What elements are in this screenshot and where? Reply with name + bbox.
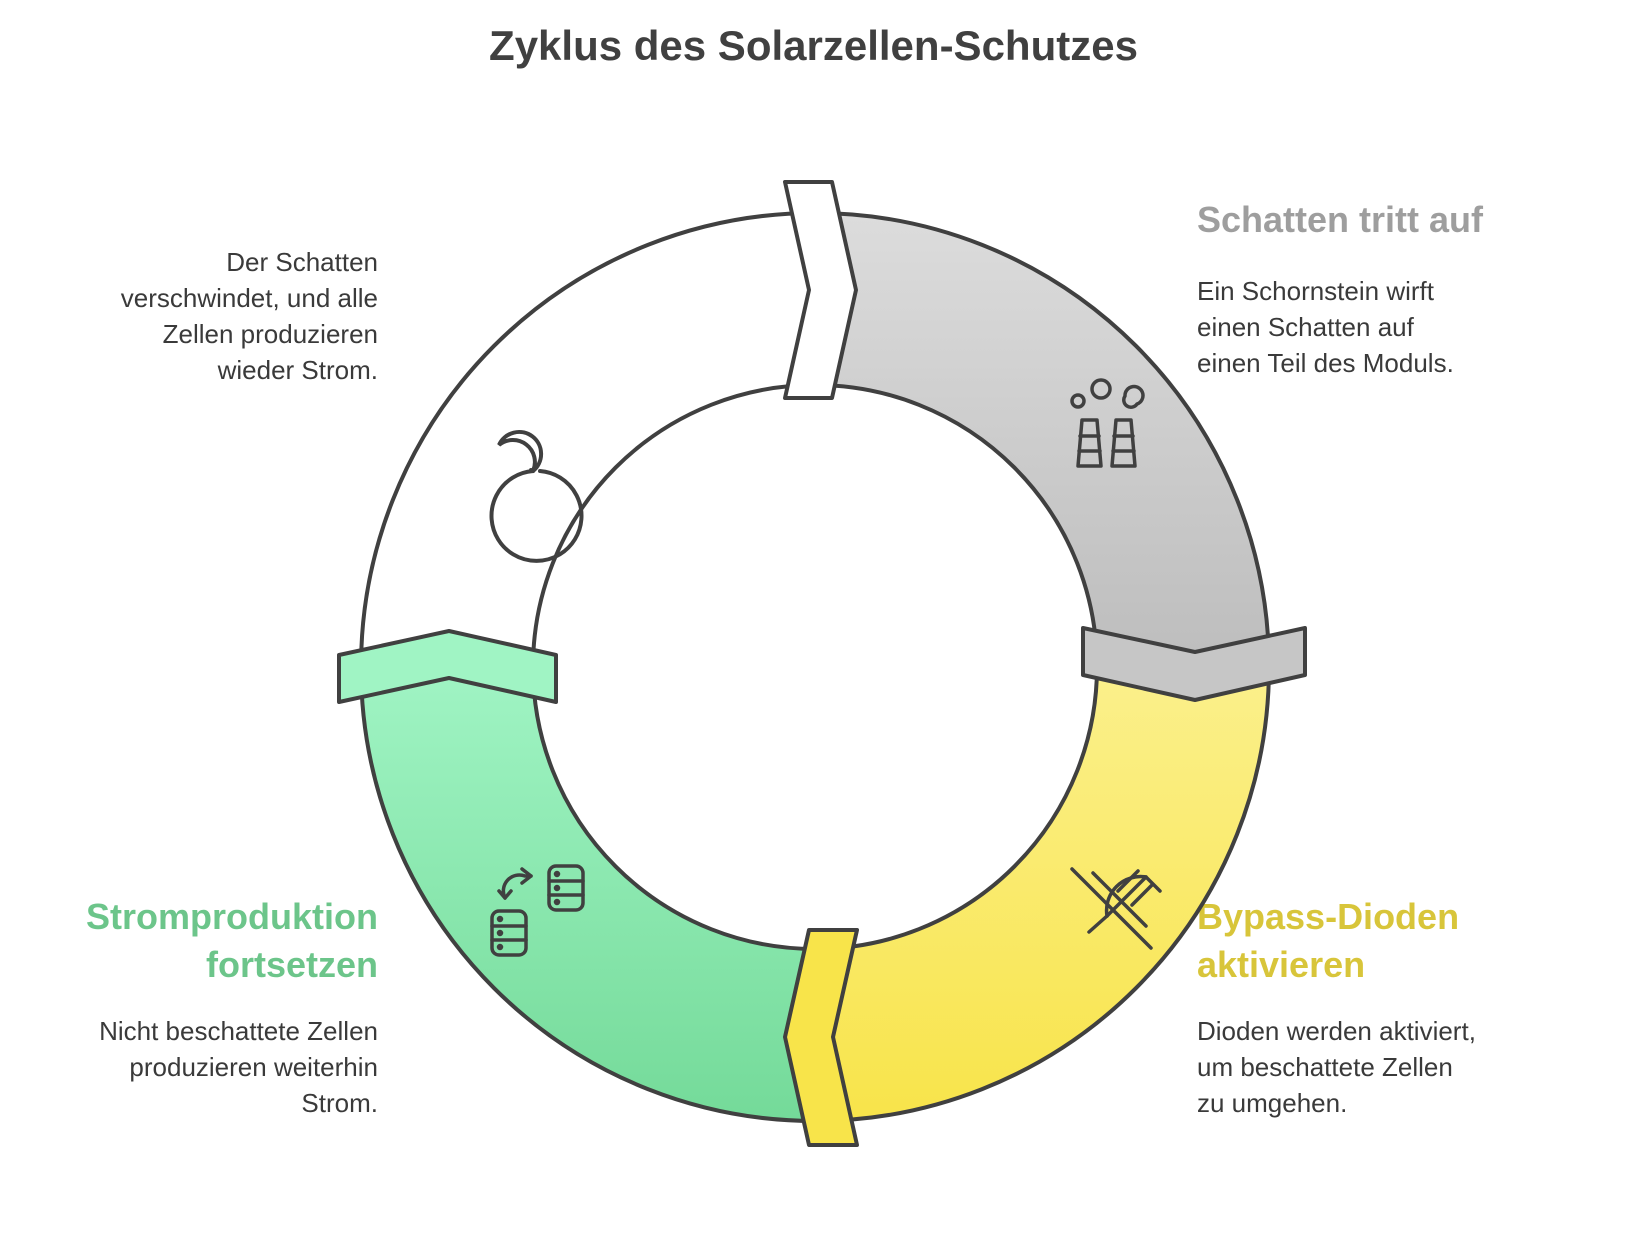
stage-title-line: aktivieren <box>1197 944 1366 985</box>
desc-line: um beschattete Zellen <box>1197 1052 1453 1082</box>
plug-off-icon <box>1070 867 1162 950</box>
desc-line: Zellen produzieren <box>162 319 378 349</box>
segment-stromproduktion <box>358 665 817 1124</box>
desc-line: Der Schatten <box>226 247 378 277</box>
moon-circle-icon <box>489 429 584 563</box>
desc-line: Nicht beschattete Zellen <box>99 1016 378 1046</box>
stage-title-line: Stromproduktion <box>86 896 378 937</box>
chevron-bottom <box>783 928 859 1147</box>
desc-line: einen Schatten auf <box>1197 312 1414 342</box>
desc-line: Strom. <box>301 1088 378 1118</box>
desc-line: Dioden werden aktiviert, <box>1197 1016 1476 1046</box>
page-title: Zyklus des Solarzellen-Schutzes <box>489 22 1138 69</box>
stage-title-bypass: Bypass-Dioden aktivieren <box>1197 893 1459 989</box>
stage-desc-verschwindet: Der Schatten verschwindet, und alle Zell… <box>121 244 378 388</box>
desc-line: einen Teil des Moduls. <box>1197 348 1454 378</box>
stage-desc-bypass: Dioden werden aktiviert, um beschattete … <box>1197 1013 1476 1121</box>
stage-desc-strom: Nicht beschattete Zellen produzieren wei… <box>99 1013 378 1121</box>
factory-chimneys-smoke-icon <box>1070 378 1145 468</box>
segment-bypass-dioden <box>813 665 1272 1124</box>
desc-line: produzieren weiterhin <box>129 1052 378 1082</box>
stage-title-strom: Stromproduktion fortsetzen <box>86 893 378 989</box>
chevron-left <box>337 629 558 704</box>
chevron-right <box>1081 626 1307 702</box>
segment-schatten-tritt-auf <box>813 210 1272 669</box>
stage-title-schatten: Schatten tritt auf <box>1197 199 1484 240</box>
stage-desc-schatten: Ein Schornstein wirft einen Schatten auf… <box>1197 273 1454 381</box>
desc-line: wieder Strom. <box>217 355 378 385</box>
desc-line: zu umgehen. <box>1197 1088 1348 1118</box>
desc-line: Ein Schornstein wirft <box>1197 276 1434 306</box>
stage-title-line: fortsetzen <box>205 944 378 985</box>
segment-schatten-verschwindet <box>358 210 817 669</box>
desc-line: verschwindet, und alle <box>120 283 378 313</box>
server-transfer-icon <box>490 864 585 957</box>
chevron-top <box>783 180 858 400</box>
stage-title-line: Bypass-Dioden <box>1197 896 1460 937</box>
